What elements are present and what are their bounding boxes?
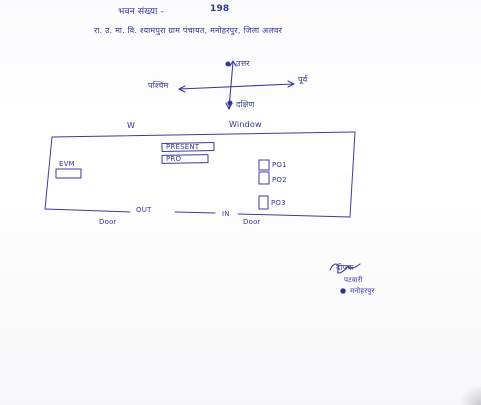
- door-out-label: OUT: [136, 206, 152, 214]
- page-curl-shadow: [459, 387, 481, 405]
- compass-south-label: दक्षिण: [236, 100, 255, 109]
- bench-pro-label: PRO: [166, 155, 182, 163]
- bench-pro-icon: [161, 154, 209, 164]
- room-outline: [44, 131, 356, 218]
- room-bottom-wall-left: [44, 208, 131, 213]
- compass-vertical-line: [228, 61, 234, 109]
- compass-north-arrow: [229, 60, 237, 67]
- po1-label: PO1: [272, 161, 287, 169]
- compass-icon: [178, 60, 295, 110]
- room-right-wall: [349, 131, 356, 218]
- compass-east-label: पूर्व: [298, 75, 308, 84]
- compass-east-arrow: [287, 80, 295, 88]
- po3-label: PO3: [271, 199, 286, 207]
- header-school-line: रा. उ. मा. वि. श्यामपुरा ग्राम पंचायत, म…: [94, 26, 283, 35]
- compass-west-arrow: [178, 85, 186, 93]
- signature-seal-dot-icon: [340, 288, 346, 294]
- header-building-label: भवन संख्या -: [118, 7, 164, 17]
- signature-name: दीपक: [336, 263, 354, 272]
- room-top-wall: [51, 131, 356, 138]
- room-corner-label: W: [127, 121, 136, 130]
- evm-label: EVM: [59, 160, 75, 168]
- signature-place: मनोहरपुर: [350, 287, 375, 295]
- compass-west-label: पश्चिम: [148, 81, 169, 90]
- window-label: Window: [229, 120, 262, 129]
- south-dot-icon: [227, 100, 233, 106]
- po1-desk-icon: [258, 159, 270, 171]
- signature-designation: पटवारी: [344, 276, 363, 284]
- signature-stroke: [329, 263, 361, 274]
- room-left-wall: [44, 136, 53, 210]
- bench-present-label: PRESENT: [166, 143, 200, 151]
- compass-north-label: उत्तर: [236, 59, 250, 68]
- room-bottom-wall-middle: [174, 211, 216, 214]
- door-left-label: Door: [99, 218, 117, 226]
- evm-table-icon: [55, 168, 82, 179]
- po2-label: PO2: [272, 176, 287, 184]
- door-in-label: IN: [222, 210, 230, 218]
- door-right-label: Door: [243, 218, 261, 226]
- po3-desk-icon: [258, 195, 269, 210]
- benches: [55, 142, 270, 210]
- room-bottom-wall-right: [237, 213, 351, 218]
- bench-present-icon: [161, 142, 215, 152]
- compass-horizontal-line: [179, 83, 294, 90]
- north-dot-icon: [225, 61, 231, 67]
- signature-icon: [329, 263, 361, 294]
- header-building-number: 198: [210, 4, 230, 14]
- po2-desk-icon: [258, 171, 270, 185]
